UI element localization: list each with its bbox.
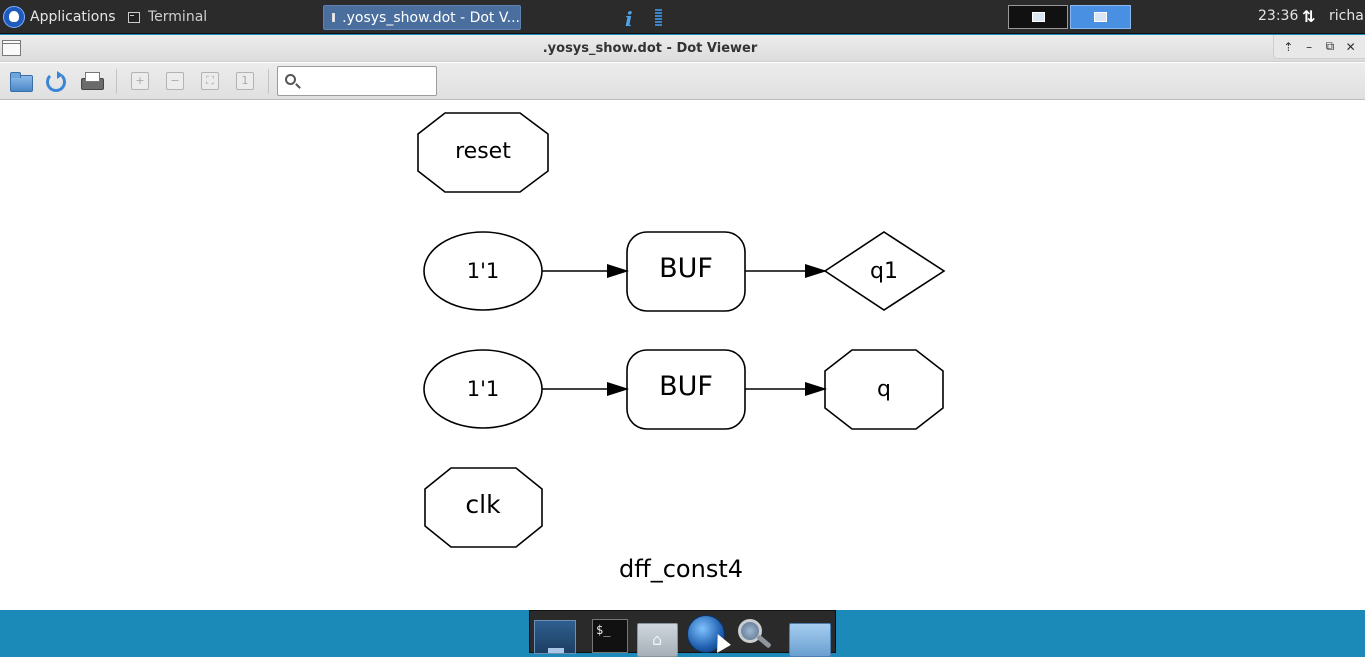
print-icon[interactable] — [80, 70, 104, 92]
toolbar-separator — [116, 69, 117, 94]
info-icon[interactable]: i — [625, 7, 633, 31]
toolbar-separator — [268, 69, 269, 94]
window-icon — [332, 13, 336, 22]
node-reset[interactable]: reset — [417, 112, 549, 193]
diamond-shape — [823, 231, 946, 311]
search-icon — [285, 74, 296, 85]
graph-svg: reset 1'1 BUF q1 1'1 — [417, 112, 946, 583]
taskbar-item-terminal-label: Terminal — [148, 9, 208, 25]
terminal-launcher-icon[interactable]: $_ — [592, 619, 628, 653]
node-q-label: q — [877, 377, 891, 402]
maximize-button[interactable]: ⧉ — [1325, 39, 1335, 53]
node-const-a[interactable]: 1'1 — [423, 231, 543, 311]
folder-icon[interactable] — [789, 623, 831, 657]
node-q1-label: q1 — [870, 259, 898, 284]
zoom-100-icon[interactable]: 1 — [236, 72, 254, 90]
clock[interactable]: 23:36 — [1258, 8, 1299, 24]
workspace-window-icon — [1031, 12, 1045, 22]
node-buf-a-label: BUF — [659, 253, 713, 284]
node-clk[interactable]: clk — [424, 467, 543, 548]
applications-label: Applications — [30, 9, 116, 25]
home-folder-icon[interactable] — [637, 623, 678, 657]
taskbar-item-dot-viewer-label: .yosys_show.dot - Dot V... — [342, 9, 520, 26]
zoom-out-icon[interactable]: − — [166, 72, 184, 90]
dot-viewer-window: .yosys_show.dot - Dot Viewer ⇡ – ⧉ ✕ + −… — [0, 35, 1365, 610]
octagon-shape — [824, 349, 944, 430]
top-panel: Applications Terminal .yosys_show.dot - … — [0, 0, 1365, 34]
show-desktop-icon[interactable] — [534, 620, 576, 654]
window-titlebar[interactable]: .yosys_show.dot - Dot Viewer ⇡ – ⧉ ✕ — [0, 35, 1365, 62]
app-finder-icon[interactable] — [736, 617, 774, 651]
node-reset-label: reset — [455, 139, 511, 164]
node-clk-label: clk — [465, 490, 501, 519]
workspace-2-button[interactable] — [1070, 5, 1131, 29]
roll-up-button[interactable]: ⇡ — [1283, 39, 1294, 54]
toolbar: + − ⛶ 1 — [0, 63, 1365, 100]
web-browser-icon[interactable] — [687, 615, 725, 653]
search-input[interactable] — [302, 71, 432, 91]
terminal-icon — [128, 11, 140, 23]
window-menu-icon[interactable] — [2, 40, 21, 56]
reload-icon[interactable] — [44, 70, 68, 92]
window-title: .yosys_show.dot - Dot Viewer — [542, 41, 758, 56]
zoom-fit-icon[interactable]: ⛶ — [201, 72, 219, 90]
xfce-logo-icon — [3, 6, 25, 28]
workspace-1-button[interactable] — [1008, 5, 1068, 29]
octagon-shape — [424, 467, 543, 548]
minimize-button[interactable]: – — [1306, 39, 1313, 54]
window-controls: ⇡ – ⧉ ✕ — [1273, 35, 1365, 59]
node-const-b-label: 1'1 — [467, 377, 500, 401]
workspace-window-icon — [1094, 12, 1107, 22]
node-buf-b-label: BUF — [659, 371, 713, 402]
dock: $_ — [529, 610, 836, 657]
zoom-in-icon[interactable]: + — [131, 72, 149, 90]
graph-title: dff_const4 — [619, 555, 743, 583]
close-button[interactable]: ✕ — [1345, 39, 1356, 54]
node-buf-b[interactable]: BUF — [626, 349, 746, 430]
node-const-a-label: 1'1 — [467, 259, 500, 283]
network-arrows-icon[interactable]: ⇅ — [1302, 7, 1316, 26]
graph-canvas[interactable]: reset 1'1 BUF q1 1'1 — [0, 101, 1365, 610]
node-q[interactable]: q — [824, 349, 944, 430]
taskbar-item-dot-viewer[interactable]: .yosys_show.dot - Dot V... — [323, 5, 521, 30]
node-const-b[interactable]: 1'1 — [423, 349, 543, 429]
node-q1[interactable]: q1 — [823, 231, 946, 311]
applications-menu[interactable]: Applications — [0, 0, 116, 34]
octagon-shape — [417, 112, 549, 193]
user-menu[interactable]: richa — [1329, 8, 1364, 24]
node-buf-a[interactable]: BUF — [626, 231, 746, 312]
search-box[interactable] — [277, 66, 437, 96]
open-folder-icon[interactable] — [9, 70, 33, 92]
taskbar-item-terminal[interactable]: Terminal — [128, 0, 207, 34]
panel-separator-icon — [655, 9, 662, 26]
